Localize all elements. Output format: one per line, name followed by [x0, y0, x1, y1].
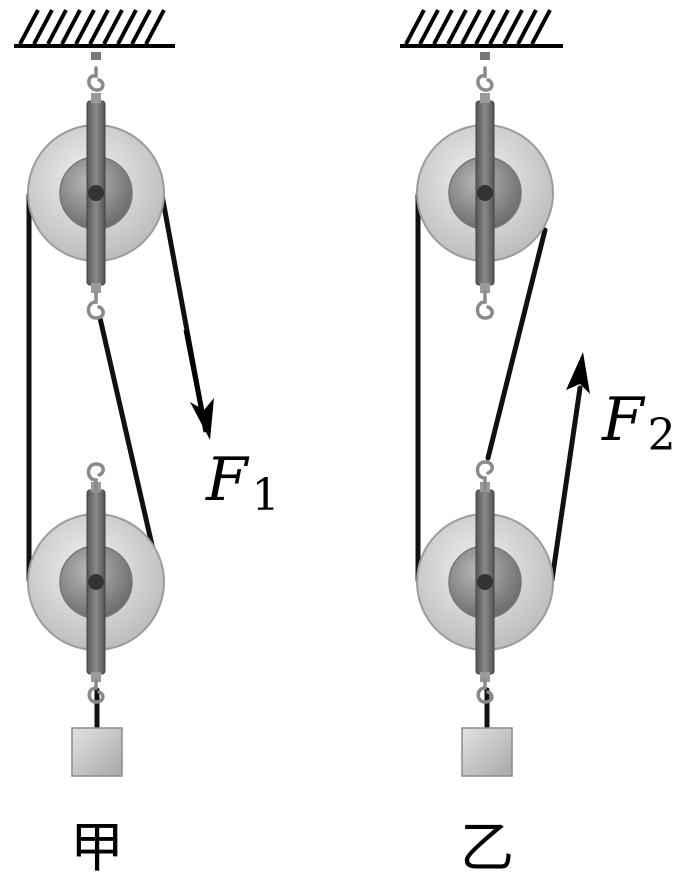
- lower-top-hook-yi: [475, 460, 494, 492]
- top-hook-yi: [476, 52, 494, 92]
- lower-bottom-hook-yi: [476, 678, 494, 704]
- caption-jia: 甲: [70, 816, 124, 879]
- weight-block-jia: [71, 727, 123, 777]
- upper-hook-jia: [86, 290, 105, 320]
- diagram-jia: F1 甲: [14, 9, 280, 879]
- fixed-pulley-yi: [416, 92, 554, 294]
- fixed-pulley-jia: [27, 92, 165, 294]
- weight-block-yi: [461, 727, 513, 777]
- force-arrowhead-f1: [190, 398, 214, 440]
- rope-yi: [415, 192, 583, 731]
- force-label-f1: F1: [205, 445, 280, 521]
- ceiling-yi: [400, 9, 563, 48]
- ceiling-jia: [14, 9, 175, 48]
- force-arrowhead-f2: [566, 352, 590, 394]
- upper-hook-yi: [475, 290, 494, 320]
- force-label-f2: F2: [601, 385, 676, 461]
- top-hook-jia: [87, 52, 105, 92]
- diagram-yi: F2 乙: [400, 9, 676, 879]
- lower-bottom-hook-jia: [87, 678, 105, 704]
- movable-pulley-yi: [416, 481, 554, 683]
- lower-top-hook-jia: [86, 462, 105, 492]
- caption-yi: 乙: [460, 816, 514, 879]
- movable-pulley-jia: [27, 481, 165, 683]
